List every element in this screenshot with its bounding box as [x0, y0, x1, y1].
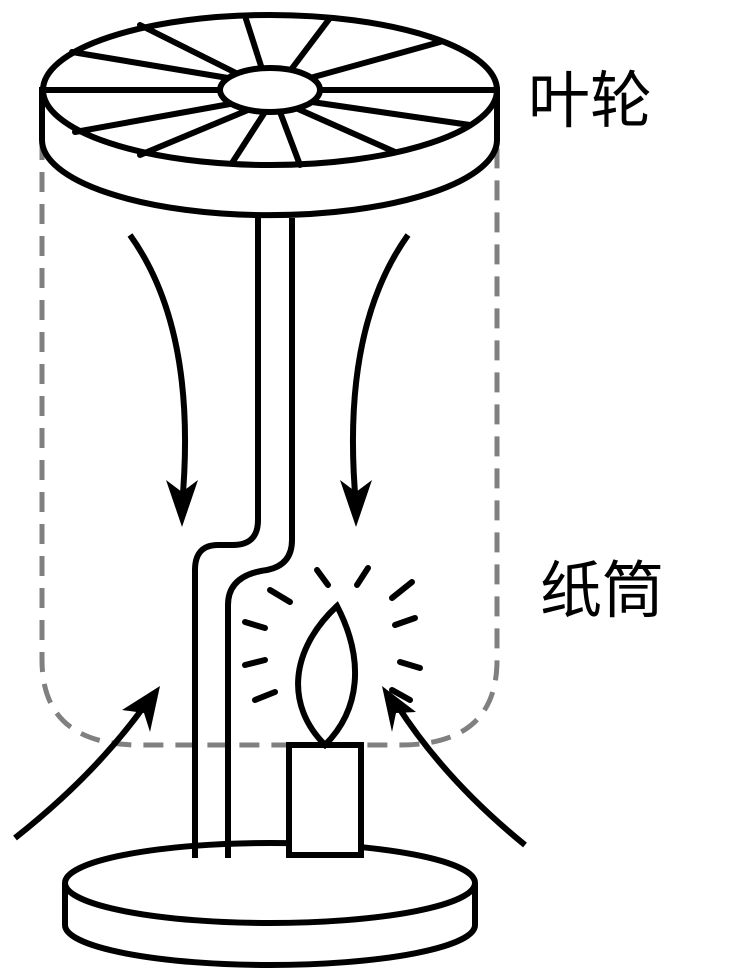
- arrow-up-right: [382, 686, 527, 848]
- label-paper-tube: 纸筒: [540, 554, 665, 627]
- candle: [286, 742, 364, 858]
- label-impeller: 叶轮: [528, 64, 653, 137]
- arrow-down-left: [127, 233, 198, 527]
- arrow-up-left: [13, 686, 160, 841]
- flame-glow-rays: [242, 565, 423, 703]
- arrow-down-right: [340, 233, 411, 527]
- paper-tube-outline: [39, 140, 500, 748]
- flame: [295, 601, 358, 750]
- impeller-blades: [40, 13, 499, 168]
- impeller-hub: [217, 65, 323, 115]
- support-rod-right: [225, 218, 295, 860]
- base: [62, 840, 478, 968]
- impeller: [39, 12, 500, 219]
- support-rod-left: [192, 218, 261, 860]
